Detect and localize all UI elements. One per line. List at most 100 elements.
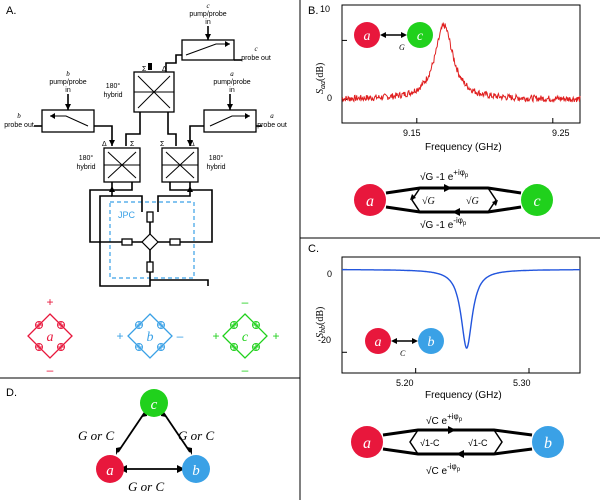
hybrid-left-delta: Δ: [102, 141, 107, 148]
chart-c-frame: [341, 256, 581, 374]
chart-b-legend-node-2: [407, 22, 433, 48]
chart-c-ytick-bottom: -20: [318, 335, 331, 345]
triangle-node-top: [140, 389, 168, 417]
scattering-diagram-c: a b √C e+iφp √C e-iφp √1-C √1-C: [351, 412, 564, 477]
jpc-label: JPC: [118, 210, 136, 220]
circulator-b: [41, 109, 95, 133]
chart-b-legend-label-1: a: [364, 29, 371, 44]
chart-c: 0 -20 Sbb(dB) 5.20 5.30 Frequency (GHz) …: [315, 256, 581, 401]
pump-c-in: in: [205, 19, 211, 26]
pump-c-label: pump/probe: [189, 11, 226, 18]
scatter-c-node-left-label: a: [363, 435, 371, 452]
scatter-b-node-right: [521, 184, 553, 216]
mode-symbol-a-minus: –: [47, 363, 54, 377]
chart-c-trace: [342, 269, 580, 349]
scatter-b-node-right-label: c: [533, 193, 540, 210]
mode-symbol-c-plus-left: +: [212, 329, 219, 343]
hybrid-left-sigma: Σ: [130, 141, 135, 148]
chart-b-trace: [341, 21, 581, 104]
chart-c-xlabel: Frequency (GHz): [425, 390, 502, 401]
mode-symbol-c-minus-bottom: –: [242, 363, 249, 377]
chart-c-legend-label-2: b: [428, 335, 435, 350]
panel-label-b: B.: [308, 5, 318, 17]
chart-c-legend-label-1: a: [375, 335, 382, 350]
triangle-node-left: [96, 455, 124, 483]
triangle-edge-left: G or C: [78, 428, 114, 443]
jpc-box: [109, 201, 195, 279]
scatter-c-bottom: √C e-iφp: [426, 462, 461, 477]
triangle-node-top-label: c: [151, 397, 158, 413]
triangle-edge-right: G or C: [178, 428, 214, 443]
triangle-node-right: [182, 455, 210, 483]
mode-symbol-c-plus-right: +: [272, 329, 279, 343]
chart-b-frame: [341, 4, 581, 124]
scatter-c-right-inner: √1-C: [468, 438, 488, 448]
hybrid-right-sigma: Σ: [160, 141, 165, 148]
probe-out-a-mode: a: [270, 112, 274, 120]
panel-label-a: A.: [6, 5, 16, 17]
scatter-b-node-left-label: a: [366, 193, 374, 210]
chart-b-ticks: [342, 39, 554, 123]
pump-b-label: pump/probe: [49, 79, 86, 86]
panel-label-d: D.: [6, 387, 17, 399]
mode-symbol-a: a + –: [27, 295, 73, 377]
circulator-a: [203, 109, 257, 133]
pump-b-in: in: [65, 87, 71, 94]
pump-a-mode: a: [230, 70, 234, 78]
chart-b-xlabel: Frequency (GHz): [425, 142, 502, 153]
probe-out-b-mode: b: [17, 112, 21, 120]
chart-c-legend-node-2: [418, 328, 444, 354]
probe-out-c-label: probe out: [241, 55, 271, 62]
scatter-c-node-left: [351, 426, 383, 458]
scatter-c-node-right-label: b: [544, 435, 552, 452]
chart-c-xtick-2: 5.30: [513, 378, 531, 388]
hybrid-left-label-1: 180°: [79, 154, 94, 162]
pump-a-in: in: [229, 87, 235, 94]
hybrid-top-delta: Δ: [162, 66, 167, 73]
triangle-edge-bottom: G or C: [128, 479, 164, 494]
scatter-c-node-right: [532, 426, 564, 458]
mode-symbol-b: b + –: [116, 313, 184, 359]
scatter-c-left-inner: √1-C: [420, 438, 440, 448]
hybrid-right-label-1: 180°: [209, 154, 224, 162]
scatter-c-top: √C e+iφp: [426, 412, 463, 427]
mode-symbol-a-plus: +: [46, 295, 53, 309]
hybrid-top-label-1: 180°: [106, 82, 121, 90]
triangle-node-left-label: a: [106, 463, 114, 479]
mode-symbol-b-plus: +: [116, 329, 123, 343]
probe-out-c-mode: c: [254, 45, 258, 53]
hybrid-top-sigma: Σ: [142, 66, 147, 73]
pump-a-label: pump/probe: [213, 79, 250, 86]
scatter-b-bottom: √G -1 e-iφp: [420, 216, 467, 231]
chart-c-legend-coupling: C: [400, 349, 406, 358]
scatter-b-right-inner: √G: [466, 196, 479, 207]
probe-out-a-label: probe out: [257, 122, 287, 129]
chart-b: 10 0 Saa(dB) 9.15 9.25 Frequency (GHz) a…: [315, 4, 581, 153]
mode-symbol-a-letter: a: [47, 330, 54, 345]
chart-b-xtick-1: 9.15: [403, 128, 421, 138]
scatter-b-top: √G -1 e+iφp: [420, 168, 469, 183]
mode-symbol-b-letter: b: [147, 330, 154, 345]
chart-c-ticks: [342, 268, 530, 373]
pump-b-mode: b: [66, 70, 70, 78]
chart-c-ytick-top: 0: [327, 269, 332, 279]
scattering-diagram-b: a c √G -1 e+iφp √G -1 e-iφp √G √G: [354, 168, 553, 231]
chart-b-legend-label-2: c: [417, 29, 424, 44]
coupling-triangle: c a b G or C G or C G or C: [78, 389, 214, 494]
chart-c-legend-node-1: [365, 328, 391, 354]
mode-symbol-b-minus: –: [177, 329, 184, 343]
chart-b-ylabel: Saa(dB): [315, 63, 327, 94]
hybrid-left-label-2: hybrid: [76, 164, 95, 171]
scatter-b-left-inner: √G: [422, 196, 435, 207]
chart-b-legend-coupling: G: [399, 43, 405, 52]
chart-c-xtick-1: 5.20: [396, 378, 414, 388]
mode-symbol-c: c – – + +: [212, 295, 279, 377]
probe-out-b-label: probe out: [4, 122, 34, 129]
chart-c-ylabel: Sbb(dB): [315, 307, 327, 338]
mode-symbol-c-minus-top: –: [242, 295, 249, 309]
triangle-node-right-label: b: [192, 463, 200, 479]
hybrid-top-label-2: hybrid: [103, 92, 122, 99]
pump-c-mode: c: [206, 2, 210, 10]
scatter-b-node-left: [354, 184, 386, 216]
